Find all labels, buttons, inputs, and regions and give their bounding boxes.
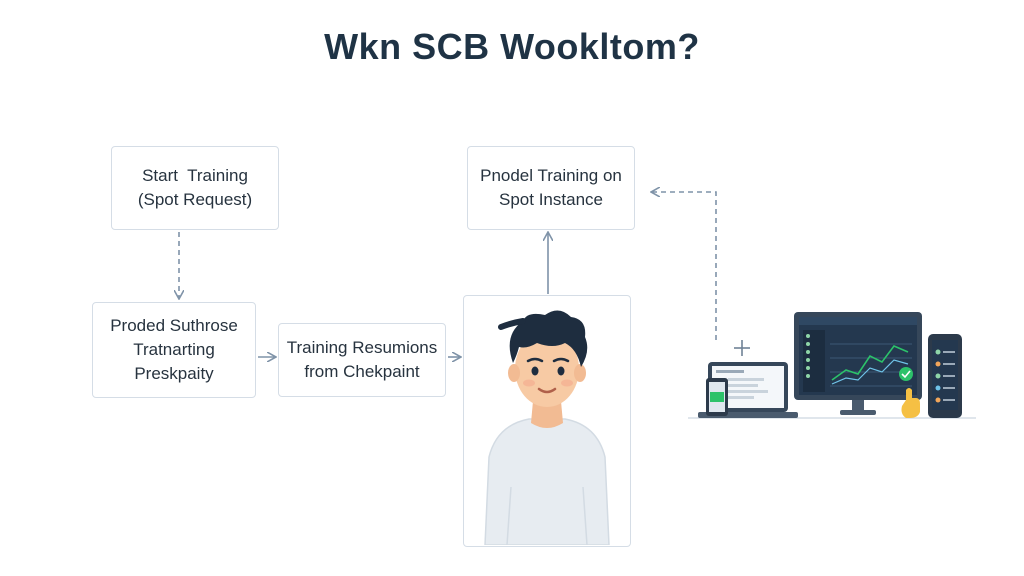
node-spot-line-1: Pnodel Training on <box>480 166 622 185</box>
phone-icon-left <box>706 378 728 416</box>
diagram-title: Wkn SCB Wookltom? <box>324 26 700 67</box>
node-preemption-line-1: Proded Suthrose <box>110 316 238 335</box>
node-start-training: Start Training (Spot Request) <box>111 146 279 230</box>
pointer-hand-icon <box>901 388 920 418</box>
node-training-resume: Training Resumions from Chekpaint <box>278 323 446 397</box>
monitor-icon <box>794 312 922 415</box>
node-person-panel <box>463 295 631 547</box>
edge-devices-to-spot <box>652 192 717 340</box>
node-start-line-2: (Spot Request) <box>137 190 253 209</box>
node-spot-instance: Pnodel Training on Spot Instance <box>467 146 635 230</box>
person-illustration <box>484 310 610 545</box>
node-spot-line-2: Spot Instance <box>499 190 603 209</box>
phone-icon-right <box>928 334 962 418</box>
node-preemption-line-2: Tratnarting <box>133 340 215 359</box>
node-resume-line-1: Training Resumions <box>286 338 438 357</box>
node-preemption-line-3: Preskpaity <box>134 364 214 383</box>
devices-illustration <box>688 312 976 419</box>
node-resume-line-2: from Chekpaint <box>304 362 420 381</box>
plus-icon <box>734 340 750 356</box>
node-start-line-1: Start Training <box>142 166 248 185</box>
node-preemption: Proded Suthrose Tratnarting Preskpaity <box>92 302 256 398</box>
